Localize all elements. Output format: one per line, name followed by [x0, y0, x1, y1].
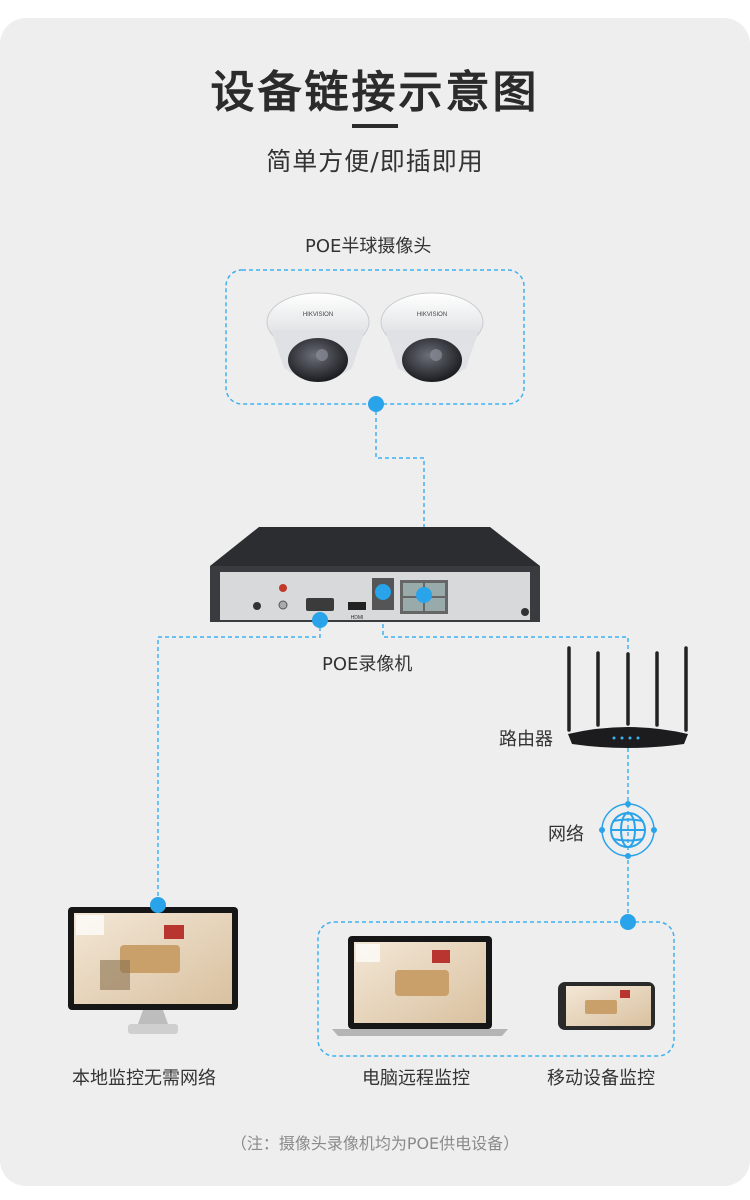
page-subtitle: 简单方便/即插即用	[266, 147, 484, 176]
connection-dots	[150, 396, 636, 930]
audio-port-red	[279, 584, 287, 592]
router-leds	[612, 736, 640, 740]
dome-camera-right: HIKVISION	[380, 292, 484, 382]
dome-camera-left: HIKVISION	[266, 292, 370, 382]
footnote: （注：摄像头录像机均为POE供电设备）	[230, 1134, 520, 1153]
power-port	[253, 602, 261, 610]
cameras-label: POE半球摄像头	[305, 236, 432, 257]
pc-monitor-label: 电脑远程监控	[362, 1068, 470, 1089]
router-label: 路由器	[499, 729, 553, 750]
nvr-to-monitor-line	[157, 620, 321, 905]
vga-port	[306, 598, 334, 611]
nvr-device: HDMI	[210, 527, 540, 622]
nvr-label: POE录像机	[322, 654, 413, 675]
hdmi-label: HDMI	[351, 615, 364, 621]
camera-to-nvr-line	[375, 404, 425, 590]
router-body	[568, 727, 688, 748]
camera-brand-right: HIKVISION	[417, 312, 447, 318]
title-underline	[352, 124, 398, 128]
camera-group-box	[225, 269, 525, 405]
network-label: 网络	[548, 824, 584, 845]
camera-brand-left: HIKVISION	[303, 312, 333, 318]
hdmi-port	[348, 602, 366, 610]
page-title: 设备链接示意图	[210, 67, 540, 118]
laptop-device	[332, 936, 508, 1036]
router-device	[567, 646, 688, 732]
mobile-monitor-label: 移动设备监控	[547, 1068, 655, 1089]
mobile-device	[558, 982, 655, 1030]
nvr-to-router-line	[382, 610, 629, 700]
local-monitor	[68, 907, 238, 1034]
remote-group-box	[317, 921, 675, 1057]
local-monitor-label: 本地监控无需网络	[72, 1068, 216, 1089]
